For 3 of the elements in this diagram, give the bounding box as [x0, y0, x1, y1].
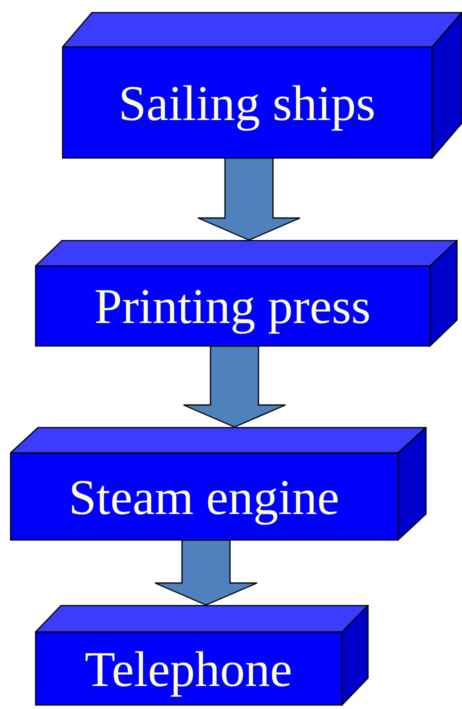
block-arrow [182, 345, 286, 428]
block-arrow [197, 157, 301, 241]
block-arrow [154, 539, 258, 606]
